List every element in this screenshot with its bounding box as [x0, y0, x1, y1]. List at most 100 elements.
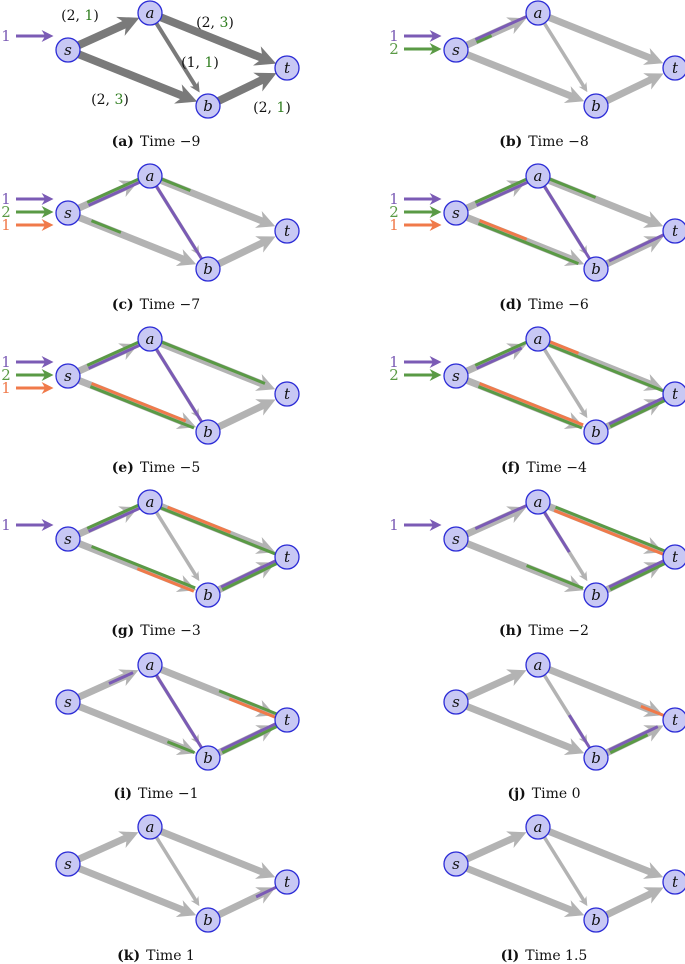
node-label-t: t [672, 711, 679, 729]
flow-segment-green-at [549, 177, 597, 199]
node-a [137, 0, 163, 26]
node-label-s: s [64, 41, 72, 59]
edge-b-t [605, 73, 664, 104]
node-label-t: t [284, 385, 291, 403]
node-a [525, 489, 551, 515]
inflow-rate-label: 1 [1, 27, 11, 45]
edge-b-t [605, 236, 664, 267]
edge-a-t [159, 828, 276, 879]
node-s [443, 689, 469, 715]
subfigure-caption: (i) Time −1 [96, 786, 216, 802]
node-label-a: a [534, 330, 543, 348]
edge-a-t [547, 828, 664, 879]
edge-s-b [465, 703, 585, 755]
subfigure-time: Time −1 [138, 786, 199, 802]
node-s [443, 526, 469, 552]
inflow-rate-label: 1 [1, 190, 11, 208]
inflow-rate-label: 1 [1, 379, 11, 397]
flow-segment-orange-at [166, 505, 232, 534]
subfigure-tag: (l) [500, 948, 520, 964]
flow-segment-green-sb [89, 385, 195, 430]
node-b [583, 745, 609, 771]
flow-segment-purple-sa [87, 343, 141, 370]
node-b [195, 907, 221, 933]
flow-segment-purple-sa [108, 671, 134, 685]
subfigure-time: Time 1 [146, 948, 195, 964]
edge-label-sa: (2, 1) [61, 8, 99, 24]
flow-segment-green-sa [474, 340, 527, 367]
flow-segment-purple-bt [608, 725, 659, 752]
inflow-rate-label: 1 [389, 190, 399, 208]
flow-segment-purple-bt [608, 233, 665, 263]
node-label-s: s [64, 530, 72, 548]
node-label-t: t [284, 548, 291, 566]
node-b [583, 93, 609, 119]
node-s [55, 851, 81, 877]
node-label-t: t [284, 222, 291, 240]
subfigure-tag: (d) [499, 297, 523, 313]
subfigure-tag: (h) [499, 623, 523, 639]
flow-segment-orange-sb [479, 382, 584, 427]
node-b [195, 582, 221, 608]
flow-segment-purple-ab [567, 714, 591, 749]
node-t [274, 707, 300, 733]
node-s [55, 200, 81, 226]
subfigure-tag: (a) [111, 134, 134, 150]
node-b [583, 256, 609, 282]
node-label-s: s [64, 367, 72, 385]
flow-segment-green-sa [86, 503, 139, 530]
node-s [443, 200, 469, 226]
flow-segment-green-sa [474, 177, 527, 204]
edge-a-t [159, 13, 277, 66]
node-label-a: a [146, 493, 155, 511]
edge-a-b [154, 511, 200, 582]
flow-segment-green-at [218, 689, 278, 716]
edge-s-b [77, 540, 197, 592]
subfigure-caption: (a)Time −9 [96, 134, 216, 150]
node-label-a: a [146, 167, 155, 185]
subfigure-tag: (j) [507, 786, 526, 802]
edge-b-t [217, 399, 276, 430]
edge-a-t [547, 14, 664, 65]
edge-s-a [465, 669, 527, 701]
subfigure-time: Time 0 [531, 786, 581, 802]
node-label-t: t [284, 59, 291, 77]
node-t [662, 869, 685, 895]
node-b [583, 419, 609, 445]
flow-segment-green-sa [86, 177, 139, 204]
node-label-s: s [64, 855, 72, 873]
flow-segment-purple-bt [608, 396, 665, 426]
node-label-a: a [534, 493, 543, 511]
node-t [662, 707, 685, 733]
inflow-rate-label: 1 [1, 516, 11, 534]
node-label-b: b [203, 586, 213, 604]
subfigure-caption: (e)Time −5 [96, 460, 216, 476]
flow-segment-orange-at [553, 509, 664, 556]
inflow-rate-label: 1 [1, 216, 11, 234]
node-t [662, 218, 685, 244]
inflow-rate-label: 1 [389, 516, 399, 534]
subfigure-tag: (f) [501, 460, 521, 476]
node-a [137, 326, 163, 352]
node-label-s: s [452, 693, 460, 711]
flow-segment-purple-bt [220, 559, 277, 589]
edge-s-a [77, 16, 140, 49]
node-t [662, 55, 685, 81]
edge-label-ab: (1, 1) [181, 55, 219, 71]
flow-segment-purple-ab [543, 511, 571, 553]
node-label-a: a [534, 4, 543, 22]
node-label-b: b [591, 911, 601, 929]
edge-s-b [77, 214, 197, 266]
flow-segment-orange-at [640, 704, 665, 717]
node-a [525, 814, 551, 840]
edge-s-a [465, 343, 527, 375]
subfigure-tag: (i) [113, 786, 133, 802]
inflow-rate-label: 2 [389, 366, 399, 384]
flow-segment-green-bt [609, 562, 666, 592]
